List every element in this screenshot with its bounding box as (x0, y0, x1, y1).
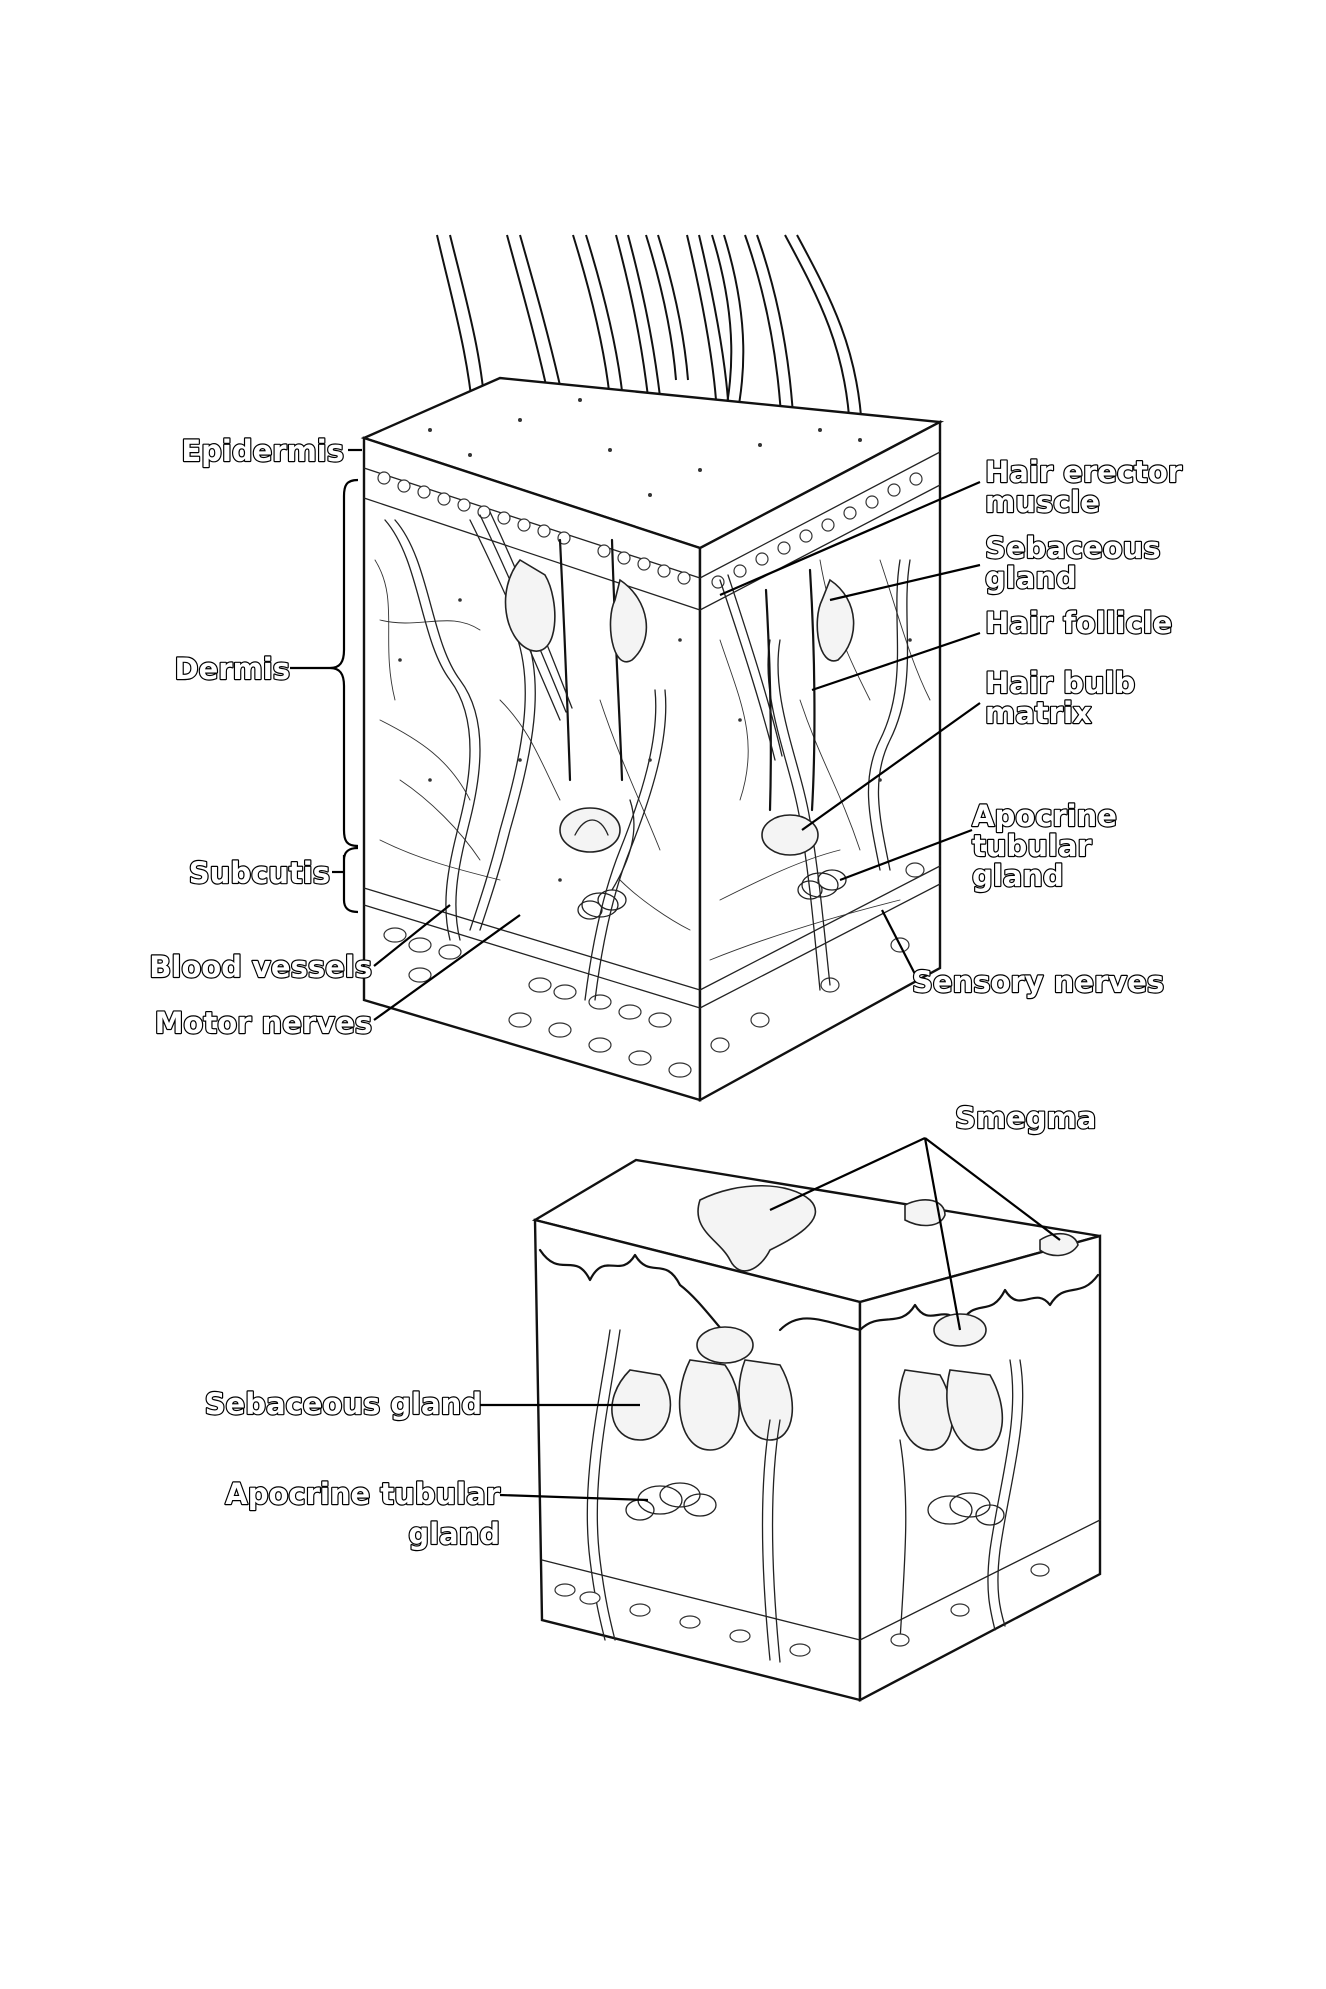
label-sebaceous-gland-top-line2: gland (985, 561, 1077, 595)
label-hair-erector-muscle-line1: Hair erector (985, 455, 1183, 489)
label-apocrine-top-line3: gland (972, 859, 1064, 893)
label-motor-nerves: Motor nerves (155, 1006, 372, 1040)
label-blood-vessels: Blood vessels (149, 950, 372, 984)
label-hair-erector-muscle-line2: muscle (985, 485, 1100, 519)
front-section-face (362, 436, 702, 1102)
label-sebaceous-gland-top-line1: Sebaceous (985, 531, 1161, 565)
apocrine-coil-front (577, 799, 635, 920)
label-subcutis: Subcutis (189, 856, 330, 890)
leader-lines (290, 448, 1061, 1502)
label-sebaceous-gland-bottom: Sebaceous gland (205, 1387, 482, 1421)
apocrine-coil-side (797, 869, 847, 900)
dermis-fibers (374, 559, 931, 961)
label-sensory-nerves: Sensory nerves (912, 965, 1164, 999)
label-hair-follicle: Hair follicle (985, 606, 1172, 640)
labels: Epidermis Dermis Subcutis Blood vessels … (148, 433, 1184, 1552)
label-hair-bulb-matrix-line2: matrix (985, 696, 1092, 730)
label-apocrine-bottom-line1: Apocrine tubular (225, 1477, 500, 1511)
label-apocrine-top-line1: Apocrine (972, 799, 1117, 833)
bottom-fat-cells (554, 1563, 1050, 1657)
label-apocrine-top-line2: tubular (972, 829, 1092, 863)
subcutis-fat-cells (383, 862, 925, 1078)
smegma-deposits (697, 1184, 1079, 1272)
glandular-skin-block (531, 1158, 1102, 1702)
bottom-vessels (586, 1329, 1024, 1663)
label-dermis: Dermis (175, 652, 290, 686)
hair-follicle-side (719, 568, 855, 900)
label-smegma: Smegma (955, 1101, 1096, 1135)
side-section-face (698, 420, 942, 1103)
haired-skin-block (360, 234, 945, 1103)
bottom-side-face (858, 1234, 1102, 1702)
label-hair-bulb-matrix-line1: Hair bulb (985, 666, 1135, 700)
epidermis-cells (377, 471, 923, 589)
label-apocrine-bottom-line2: gland (408, 1517, 500, 1551)
sebaceous-glands-bottom (611, 1313, 1004, 1451)
dermis-dots (398, 598, 912, 882)
hair-follicle-front (469, 511, 648, 920)
label-epidermis: Epidermis (181, 434, 344, 468)
surface-texture (428, 398, 862, 497)
